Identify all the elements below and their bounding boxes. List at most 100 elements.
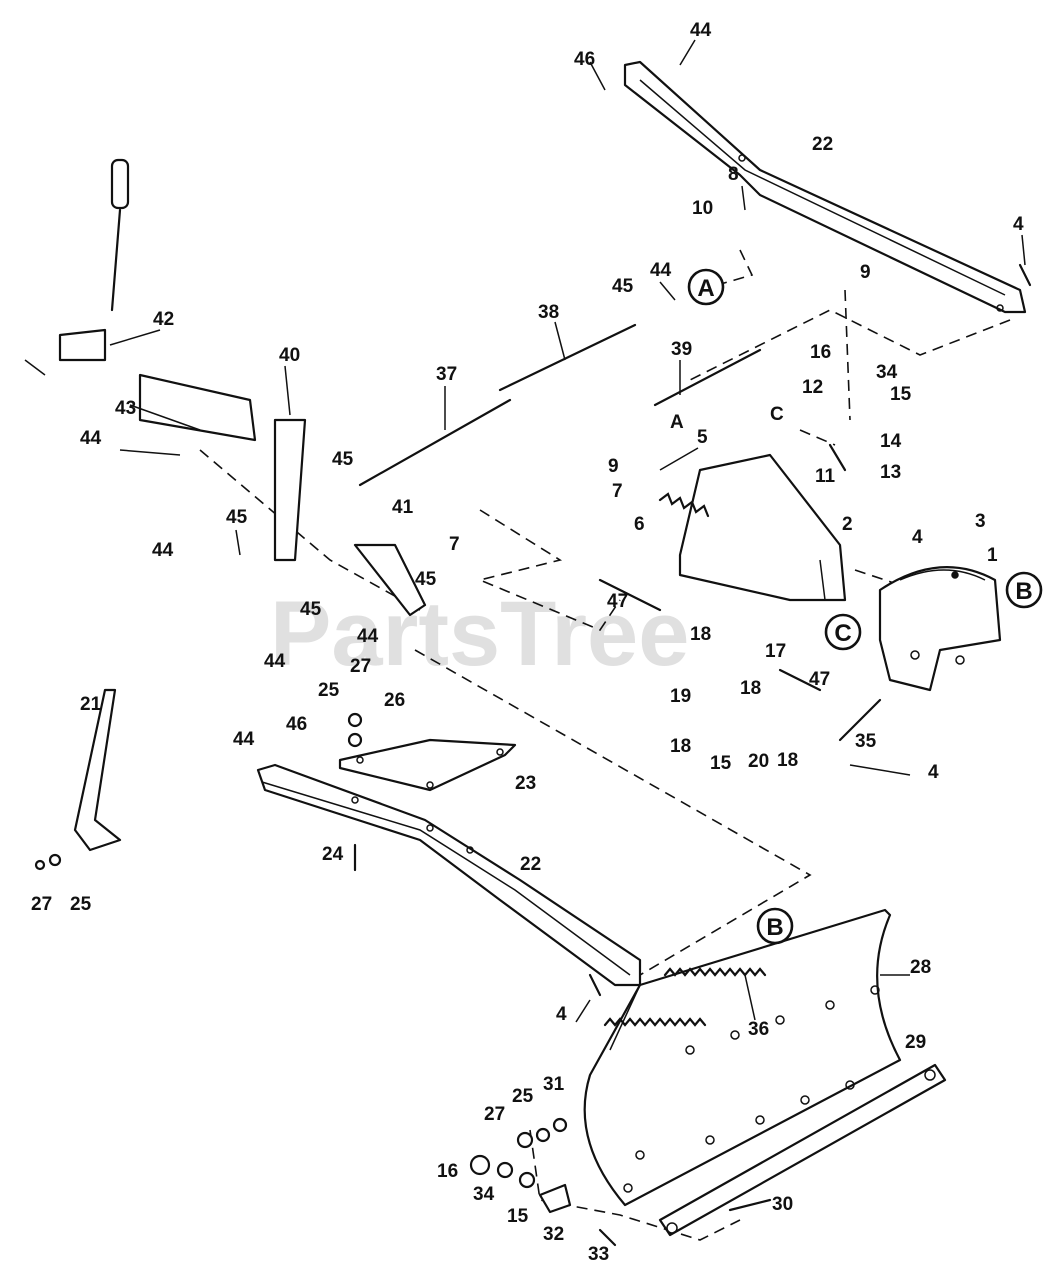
part-number-labels: 44 46 22 8 10 4 9 44 45 42 38 39 16 34 4… xyxy=(31,20,1024,1265)
lift-lever xyxy=(58,158,427,617)
label-33: 33 xyxy=(588,1244,609,1265)
label-27: 27 xyxy=(31,894,52,915)
label-44: 44 xyxy=(690,20,712,41)
label-7: 7 xyxy=(612,481,623,502)
label-40: 40 xyxy=(279,345,300,366)
inline-letter-a: A xyxy=(670,412,684,433)
label-16: 16 xyxy=(437,1161,458,1182)
label-13: 13 xyxy=(880,462,901,483)
label-42: 42 xyxy=(153,309,174,330)
label-18: 18 xyxy=(690,624,711,645)
label-34: 34 xyxy=(876,362,898,383)
label-44: 44 xyxy=(152,540,174,561)
label-20: 20 xyxy=(748,751,769,772)
assembly-dashed-lines xyxy=(199,249,1011,1241)
frame-bar-upper xyxy=(623,60,1027,314)
svg-text:B: B xyxy=(1015,578,1032,605)
svg-text:B: B xyxy=(766,914,783,941)
label-45: 45 xyxy=(300,599,322,620)
label-12: 12 xyxy=(802,377,823,398)
label-27: 27 xyxy=(350,656,371,677)
label-2: 2 xyxy=(842,514,853,535)
label-15: 15 xyxy=(710,753,732,774)
label-18: 18 xyxy=(670,736,691,757)
label-39: 39 xyxy=(671,339,692,360)
compression-spring xyxy=(658,492,710,518)
label-31: 31 xyxy=(543,1074,565,1095)
mounting-plate xyxy=(338,738,517,792)
label-23: 23 xyxy=(515,773,536,794)
label-24: 24 xyxy=(322,844,344,865)
callout-c: C xyxy=(824,613,862,651)
label-18: 18 xyxy=(740,678,761,699)
label-28: 28 xyxy=(910,957,931,978)
label-45: 45 xyxy=(415,569,437,590)
svg-text:C: C xyxy=(834,620,851,647)
label-27: 27 xyxy=(484,1104,505,1125)
label-4: 4 xyxy=(556,1004,567,1025)
label-44: 44 xyxy=(357,626,379,647)
label-44: 44 xyxy=(233,729,255,750)
label-45: 45 xyxy=(332,449,354,470)
label-3: 3 xyxy=(975,511,986,532)
label-29: 29 xyxy=(905,1032,926,1053)
frame-bar-lower xyxy=(256,763,642,987)
label-22: 22 xyxy=(520,854,541,875)
label-4: 4 xyxy=(928,762,939,783)
label-44: 44 xyxy=(80,428,102,449)
svg-text:A: A xyxy=(697,275,714,302)
label-17: 17 xyxy=(765,641,786,662)
label-41: 41 xyxy=(392,497,414,518)
label-35: 35 xyxy=(855,731,877,752)
label-37: 37 xyxy=(436,364,457,385)
label-4: 4 xyxy=(1013,214,1024,235)
label-5: 5 xyxy=(697,427,708,448)
label-44: 44 xyxy=(650,260,672,281)
label-22: 22 xyxy=(812,134,833,155)
label-15: 15 xyxy=(890,384,912,405)
label-46: 46 xyxy=(574,49,595,70)
cutting-edge xyxy=(658,1063,947,1237)
pivot-bracket xyxy=(878,566,1002,692)
label-46: 46 xyxy=(286,714,307,735)
label-10: 10 xyxy=(692,198,713,219)
label-44: 44 xyxy=(264,651,286,672)
label-6: 6 xyxy=(634,514,645,535)
label-34: 34 xyxy=(473,1184,495,1205)
label-4: 4 xyxy=(912,527,923,548)
label-25: 25 xyxy=(70,894,92,915)
callout-b-upper: B xyxy=(1005,571,1043,609)
label-1: 1 xyxy=(987,545,998,566)
label-9: 9 xyxy=(608,456,619,477)
inline-letter-c: C xyxy=(770,404,784,425)
control-rods xyxy=(358,323,882,742)
label-43: 43 xyxy=(115,398,136,419)
label-21: 21 xyxy=(80,694,102,715)
blade-springs xyxy=(603,967,767,1027)
label-7: 7 xyxy=(449,534,460,555)
label-45: 45 xyxy=(612,276,634,297)
blade-bolt-holes xyxy=(623,985,880,1193)
label-15: 15 xyxy=(507,1206,529,1227)
label-32: 32 xyxy=(543,1224,564,1245)
label-45: 45 xyxy=(226,507,248,528)
leader-lines xyxy=(24,39,1026,1023)
main-bracket xyxy=(678,453,847,602)
callout-a: A xyxy=(687,268,725,306)
label-25: 25 xyxy=(318,680,340,701)
label-25: 25 xyxy=(512,1086,534,1107)
label-9: 9 xyxy=(860,262,871,283)
label-18: 18 xyxy=(777,750,798,771)
side-link xyxy=(73,688,122,852)
callout-b-lower: B xyxy=(756,907,794,945)
label-30: 30 xyxy=(772,1194,793,1215)
label-8: 8 xyxy=(728,164,739,185)
label-38: 38 xyxy=(538,302,559,323)
label-14: 14 xyxy=(880,431,902,452)
label-26: 26 xyxy=(384,690,405,711)
label-47: 47 xyxy=(809,669,830,690)
dozer-blade xyxy=(583,908,902,1207)
label-16: 16 xyxy=(810,342,831,363)
label-47: 47 xyxy=(607,591,628,612)
